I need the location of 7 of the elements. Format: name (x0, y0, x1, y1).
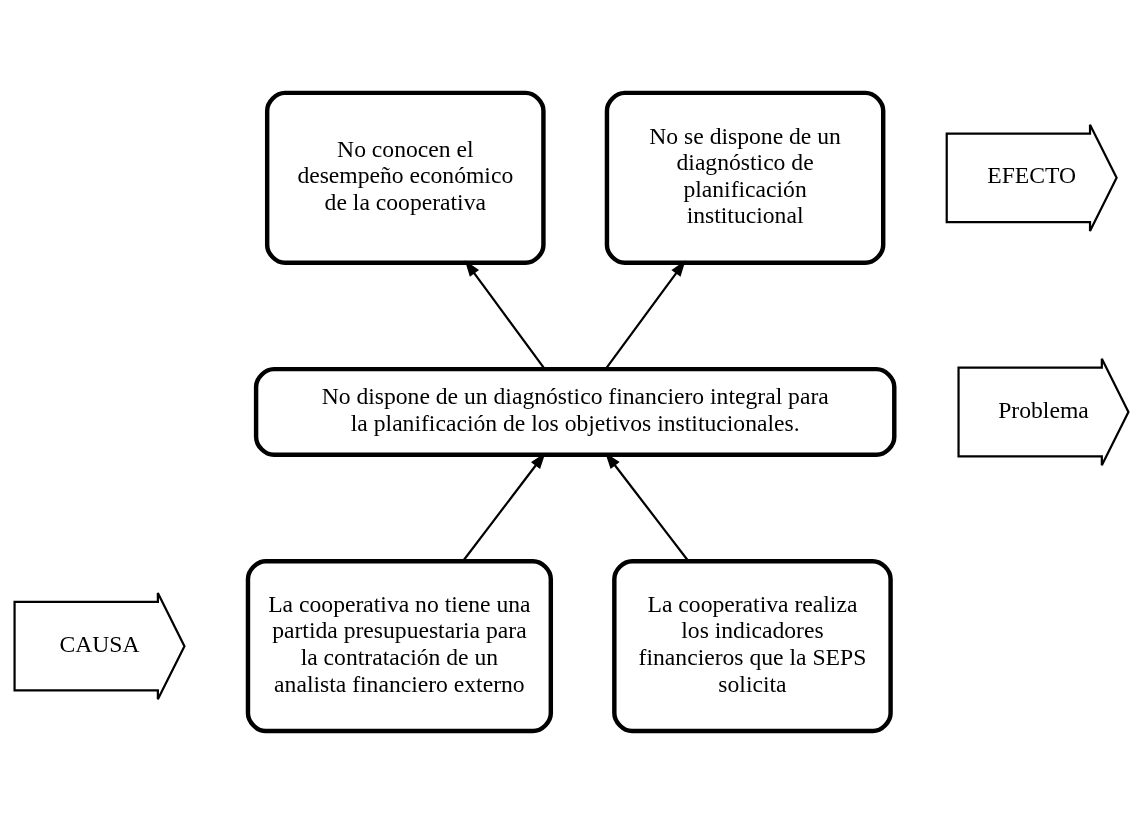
arrow (605, 260, 686, 370)
node-box: La cooperativa no tiene una partida presupuestaria para la contratación de un analista financiero externo (245, 559, 554, 734)
node-box: No se dispone de un diagnóstico de planificación institucional (604, 90, 886, 265)
node-box: No dispone de un diagnóstico financiero integral para la planificación de los objetivos institucionales. (253, 366, 897, 458)
node-box: La cooperativa realiza los indicadores financieros que la SEPS solicita (612, 559, 893, 734)
node-box: No conocen el desempeño económico de la cooperativa (264, 90, 546, 265)
arrow (464, 260, 546, 370)
